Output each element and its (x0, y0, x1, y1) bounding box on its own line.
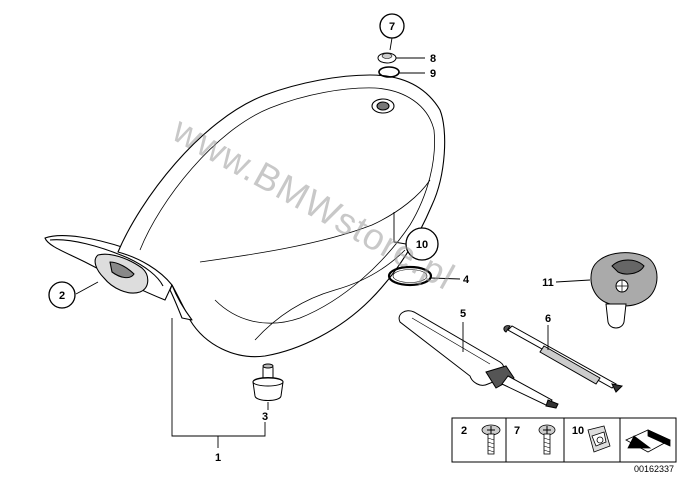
seat-drawing (44, 74, 446, 358)
callout-4: 4 (463, 274, 470, 286)
part-4-ring-inner (392, 269, 428, 283)
callout-circle-2 (48, 281, 76, 309)
legend-box: 2 7 10 00162337 (451, 417, 677, 474)
part-5-screwdriver (398, 310, 559, 409)
callout-circle-10 (405, 227, 439, 261)
part-6-shaft (503, 325, 624, 393)
legend-arrow-icon (625, 429, 671, 453)
part-9-ring (378, 66, 400, 78)
legend-number-2: 2 (461, 425, 467, 437)
legend-number-10: 10 (572, 425, 584, 437)
legend-clip-nut-10-icon (587, 425, 611, 453)
callout-circle-7 (379, 13, 405, 39)
leader-lines (75, 37, 591, 448)
callout-8: 8 (430, 53, 436, 65)
seat-lock-hole-inner (376, 101, 390, 111)
part-11-knob (590, 252, 658, 329)
document-number: 00162337 (634, 464, 674, 474)
seat-bracket-detail (109, 261, 135, 279)
callout-6: 6 (545, 313, 551, 325)
leader-1 (171, 318, 266, 437)
seat-cushion (117, 74, 446, 358)
legend-number-7: 7 (514, 425, 520, 437)
leader-10 (393, 241, 407, 245)
leader-4 (430, 277, 461, 280)
seat-side-line-lower (254, 249, 406, 341)
leader-2 (75, 281, 99, 295)
callout-3: 3 (262, 411, 268, 423)
legend-screw-7-icon (538, 424, 556, 455)
part-8-cap-top (381, 53, 393, 59)
callout-2: 2 (59, 290, 65, 302)
callout-7: 7 (389, 21, 395, 33)
part-3-buffer (252, 363, 284, 401)
callout-10: 10 (416, 239, 428, 251)
callout-9: 9 (430, 68, 436, 80)
leader-11 (555, 279, 591, 283)
callout-1: 1 (215, 452, 221, 464)
callout-11: 11 (542, 277, 554, 289)
legend-screw-2-icon (481, 424, 501, 455)
seat-seam (139, 87, 435, 324)
callout-5: 5 (460, 308, 466, 320)
seat-side-line (199, 179, 431, 263)
seat-rear-plate-inner (49, 239, 164, 287)
part-4-ring (387, 265, 433, 287)
leader-7 (389, 37, 393, 51)
seat-front-nose (169, 284, 193, 321)
